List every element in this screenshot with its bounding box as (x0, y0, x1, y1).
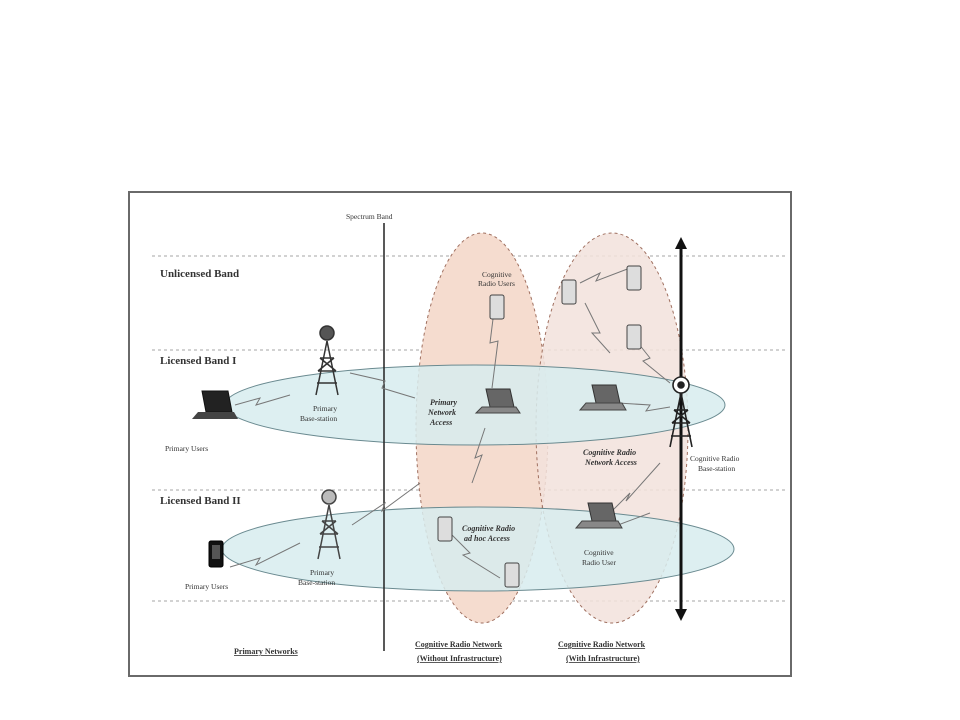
primary-network-access-label-2: Network (427, 408, 456, 417)
diagram-canvas: Spectrum Band Unlicensed Band Licensed B… (152, 212, 785, 663)
primary-user-laptop-icon (192, 390, 238, 419)
wireless-links (229, 267, 671, 579)
cr-laptop-lower-icon (574, 502, 623, 529)
primary-bs-1-label-2: Base-station (300, 414, 337, 423)
licensed-band-1-label: Licensed Band I (160, 355, 236, 367)
primary-users-2-label: Primary Users (185, 582, 228, 591)
primary-network-access-label-1: Primary (430, 398, 458, 407)
footer-primary-networks: Primary Networks (234, 647, 298, 656)
primary-base-station-2-icon (317, 489, 341, 560)
primary-bs-2-label-1: Primary (310, 568, 334, 577)
cr-handheld-adhoc-2-icon (504, 562, 520, 588)
primary-bs-2-label-2: Base-station (298, 578, 335, 587)
cr-handheld-1-icon (561, 279, 577, 305)
footer-crn-with-1: Cognitive Radio Network (558, 640, 646, 649)
phone-screen-icon (212, 545, 220, 559)
cr-bs-label-1: Cognitive Radio (690, 454, 740, 463)
footer-crn-without-1: Cognitive Radio Network (415, 640, 503, 649)
primary-bs-1-label-1: Primary (313, 404, 337, 413)
cr-band-arrow (675, 237, 687, 621)
cr-user-lower-label-2: Radio User (582, 558, 616, 567)
primary-base-station-1-icon (315, 325, 339, 396)
primary-network-access-label-3: Access (429, 418, 452, 427)
cr-laptop-primary-access-icon (474, 388, 521, 414)
cr-network-access-label-1: Cognitive Radio (583, 448, 636, 457)
unlicensed-band-label: Unlicensed Band (160, 268, 239, 280)
cr-laptop-infrastructure-icon (578, 384, 627, 411)
cr-adhoc-access-label-2: ad hoc Access (464, 534, 510, 543)
cr-network-access-label-2: Network Access (584, 458, 637, 467)
cr-handheld-adhoc-1-icon (437, 516, 453, 542)
cr-user-lower-label-1: Cognitive (584, 548, 614, 557)
licensed-band-2-label: Licensed Band II (160, 495, 241, 507)
cr-users-top-label-2: Radio Users (478, 279, 515, 288)
cognitive-radio-base-station-icon (669, 376, 693, 448)
cr-adhoc-access-label-1: Cognitive Radio (462, 524, 515, 533)
spectrum-band-label: Spectrum Band (346, 212, 393, 221)
cr-users-top-label-1: Cognitive (482, 270, 512, 279)
cognitive-radio-network-diagram: Spectrum Band Unlicensed Band Licensed B… (128, 191, 792, 677)
cr-handheld-top-icon (489, 294, 505, 320)
cr-handheld-2-icon (626, 265, 642, 291)
cr-bs-label-2: Base-station (698, 464, 735, 473)
footer-crn-without-2: (Without Infrastructure) (417, 654, 502, 663)
footer-crn-with-2: (With Infrastructure) (566, 654, 640, 663)
primary-users-1-label: Primary Users (165, 444, 208, 453)
cr-handheld-3-icon (626, 324, 642, 350)
